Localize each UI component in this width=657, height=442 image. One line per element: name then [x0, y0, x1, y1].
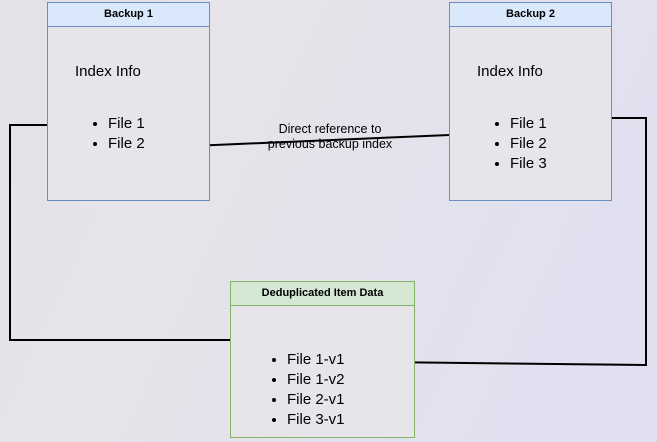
node-backup-2-title: Backup 2: [450, 3, 611, 27]
list-item: File 1-v1: [287, 350, 345, 370]
list-item: File 2: [510, 134, 547, 154]
node-backup-1-body: Index Info File 1 File 2: [48, 27, 209, 200]
list-item: File 3: [510, 154, 547, 174]
backup-2-file-list: File 1 File 2 File 3: [494, 114, 547, 174]
list-item: File 1-v2: [287, 370, 345, 390]
backup-1-file-list: File 1 File 2: [92, 114, 145, 154]
list-item: File 2-v1: [287, 390, 345, 410]
edge-label-direct-reference: Direct reference to previous backup inde…: [267, 122, 393, 151]
node-backup-1[interactable]: Backup 1 Index Info File 1 File 2: [47, 2, 210, 201]
list-item: File 2: [108, 134, 145, 154]
dedup-file-list: File 1-v1 File 1-v2 File 2-v1 File 3-v1: [271, 350, 345, 430]
node-deduplicated-item-data-body: File 1-v1 File 1-v2 File 2-v1 File 3-v1: [231, 306, 414, 437]
node-deduplicated-item-data[interactable]: Deduplicated Item Data File 1-v1 File 1-…: [230, 281, 415, 438]
list-item: File 1: [108, 114, 145, 134]
list-item: File 1: [510, 114, 547, 134]
node-backup-2[interactable]: Backup 2 Index Info File 1 File 2 File 3: [449, 2, 612, 201]
backup-1-index-info-label: Index Info: [75, 63, 141, 80]
backup-2-index-info-label: Index Info: [477, 63, 543, 80]
list-item: File 3-v1: [287, 410, 345, 430]
node-backup-1-title: Backup 1: [48, 3, 209, 27]
node-deduplicated-item-data-title: Deduplicated Item Data: [231, 282, 414, 306]
node-backup-2-body: Index Info File 1 File 2 File 3: [450, 27, 611, 200]
